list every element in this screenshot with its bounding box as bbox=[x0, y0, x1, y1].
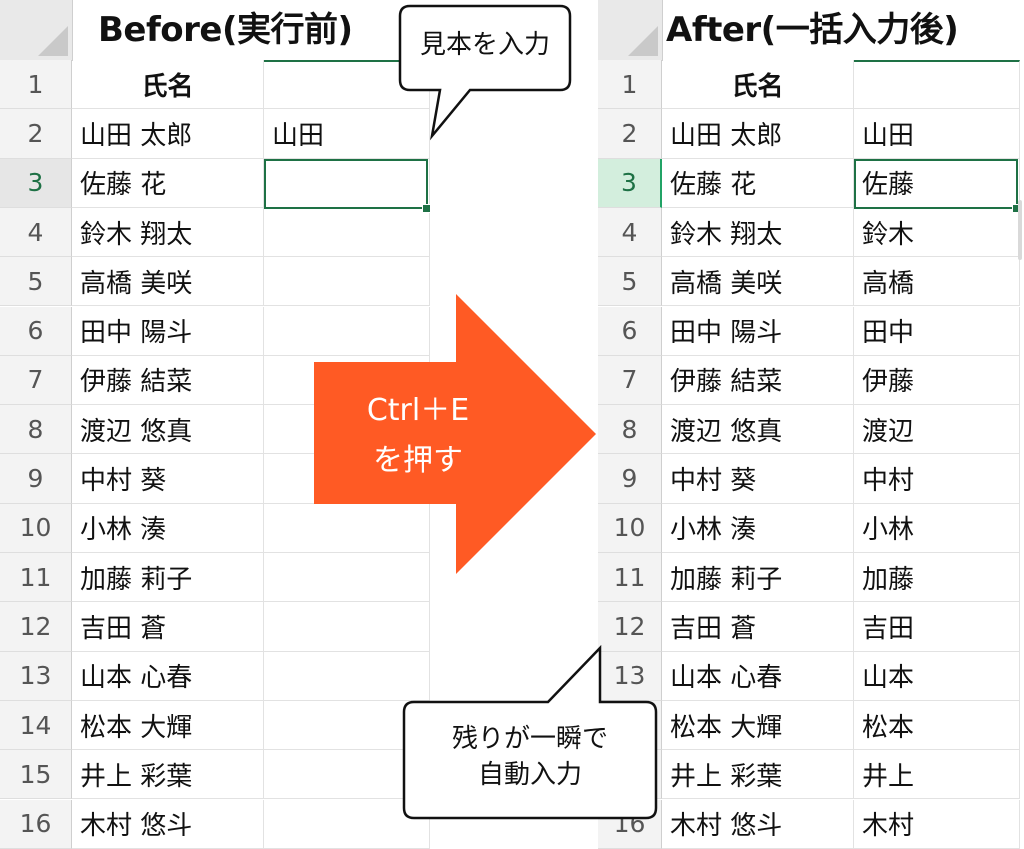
row-header-15[interactable]: 15 bbox=[0, 750, 72, 800]
row-header-10[interactable]: 10 bbox=[0, 503, 72, 553]
auto-fill-bubble-line1: 残りが一瞬で bbox=[451, 724, 608, 754]
row-header-7[interactable]: 7 bbox=[0, 355, 72, 406]
cell-name-row-12[interactable]: 吉田 蒼 bbox=[662, 602, 854, 652]
row-header-9[interactable]: 9 bbox=[0, 454, 72, 504]
row-header-6[interactable]: 6 bbox=[598, 306, 662, 356]
row-header-3[interactable]: 3 bbox=[598, 158, 662, 208]
row-header-8[interactable]: 8 bbox=[598, 405, 662, 455]
cell-name-row-12[interactable]: 吉田 蒼 bbox=[72, 602, 264, 652]
row-header-2[interactable]: 2 bbox=[598, 109, 662, 159]
row-header-4[interactable]: 4 bbox=[598, 207, 662, 258]
after-title: After(一括入力後) bbox=[666, 10, 959, 50]
cell-surname-row-5[interactable] bbox=[264, 257, 430, 307]
select-all-triangle-icon-after bbox=[628, 26, 658, 56]
row-header-14[interactable]: 14 bbox=[0, 700, 72, 751]
row-header-2[interactable]: 2 bbox=[0, 109, 72, 159]
cell-name-row-13[interactable]: 山本 心春 bbox=[662, 651, 854, 701]
row-header-5[interactable]: 5 bbox=[598, 257, 662, 307]
row-header-9[interactable]: 9 bbox=[598, 454, 662, 504]
row-header-8[interactable]: 8 bbox=[0, 405, 72, 455]
cell-surname-row-1[interactable] bbox=[854, 60, 1020, 110]
cell-name-row-4[interactable]: 鈴木 翔太 bbox=[72, 207, 264, 258]
cell-name-row-2[interactable]: 山田 太郎 bbox=[72, 109, 264, 159]
cell-surname-row-9[interactable]: 中村 bbox=[854, 454, 1020, 504]
select-all-corner[interactable] bbox=[0, 0, 73, 61]
auto-fill-bubble-line2: 自動入力 bbox=[477, 760, 582, 790]
cell-name-row-13[interactable]: 山本 心春 bbox=[72, 651, 264, 701]
cell-name-row-5[interactable]: 高橋 美咲 bbox=[72, 257, 264, 307]
row-header-1[interactable]: 1 bbox=[598, 60, 662, 110]
cell-surname-row-10[interactable]: 小林 bbox=[854, 503, 1020, 553]
cell-surname-row-4[interactable]: 鈴木 bbox=[854, 207, 1020, 258]
cell-surname-row-6[interactable] bbox=[264, 306, 430, 356]
sample-input-bubble-text: 見本を入力 bbox=[419, 30, 550, 60]
cell-surname-row-11[interactable]: 加藤 bbox=[854, 553, 1020, 603]
row-header-12[interactable]: 12 bbox=[598, 602, 662, 652]
row-header-3[interactable]: 3 bbox=[0, 158, 72, 208]
row-header-10[interactable]: 10 bbox=[598, 503, 662, 553]
cell-name-row-3[interactable]: 佐藤 花 bbox=[662, 158, 854, 208]
cell-surname-row-12[interactable]: 吉田 bbox=[854, 602, 1020, 652]
cell-surname-row-14[interactable]: 松本 bbox=[854, 700, 1020, 751]
row-header-4[interactable]: 4 bbox=[0, 207, 72, 258]
row-header-1[interactable]: 1 bbox=[0, 60, 72, 110]
cell-name-row-11[interactable]: 加藤 莉子 bbox=[662, 553, 854, 603]
cell-name-row-6[interactable]: 田中 陽斗 bbox=[72, 306, 264, 356]
cell-name-row-15[interactable]: 井上 彩葉 bbox=[662, 750, 854, 800]
cell-name-row-2[interactable]: 山田 太郎 bbox=[662, 109, 854, 159]
cell-surname-row-4[interactable] bbox=[264, 207, 430, 258]
cell-surname-row-2[interactable]: 山田 bbox=[854, 109, 1020, 159]
cell-name-row-1[interactable]: 氏名 bbox=[72, 60, 264, 110]
before-title: Before(実行前) bbox=[98, 10, 353, 50]
fill-handle[interactable] bbox=[422, 203, 431, 213]
cell-surname-row-12[interactable] bbox=[264, 602, 430, 652]
select-all-triangle-icon bbox=[38, 26, 68, 56]
cell-name-row-11[interactable]: 加藤 莉子 bbox=[72, 553, 264, 603]
vertical-scrollbar[interactable] bbox=[1018, 200, 1022, 260]
cell-surname-row-2[interactable]: 山田 bbox=[264, 109, 430, 159]
cell-surname-row-13[interactable] bbox=[264, 651, 430, 701]
row-header-7[interactable]: 7 bbox=[598, 355, 662, 406]
cell-surname-row-10[interactable] bbox=[264, 503, 430, 553]
cell-surname-row-6[interactable]: 田中 bbox=[854, 306, 1020, 356]
cell-name-row-14[interactable]: 松本 大輝 bbox=[662, 700, 854, 751]
cell-name-row-3[interactable]: 佐藤 花 bbox=[72, 158, 264, 208]
row-header-11[interactable]: 11 bbox=[598, 553, 662, 603]
row-header-13[interactable]: 13 bbox=[598, 651, 662, 701]
select-all-corner-after[interactable] bbox=[598, 0, 663, 61]
row-header-6[interactable]: 6 bbox=[0, 306, 72, 356]
row-header-16[interactable]: 16 bbox=[0, 799, 72, 849]
row-header-12[interactable]: 12 bbox=[0, 602, 72, 652]
cell-name-row-9[interactable]: 中村 葵 bbox=[72, 454, 264, 504]
cell-surname-row-7[interactable]: 伊藤 bbox=[854, 355, 1020, 406]
cell-name-row-10[interactable]: 小林 湊 bbox=[662, 503, 854, 553]
cell-surname-row-8[interactable]: 渡辺 bbox=[854, 405, 1020, 455]
cell-name-row-6[interactable]: 田中 陽斗 bbox=[662, 306, 854, 356]
cell-name-row-8[interactable]: 渡辺 悠真 bbox=[72, 405, 264, 455]
cell-name-row-5[interactable]: 高橋 美咲 bbox=[662, 257, 854, 307]
cell-surname-row-15[interactable]: 井上 bbox=[854, 750, 1020, 800]
cell-name-row-7[interactable]: 伊藤 結菜 bbox=[72, 355, 264, 406]
cell-name-row-1[interactable]: 氏名 bbox=[662, 60, 854, 110]
row-header-5[interactable]: 5 bbox=[0, 257, 72, 307]
cell-name-row-4[interactable]: 鈴木 翔太 bbox=[662, 207, 854, 258]
arrow-text-line1: Ctrl＋E bbox=[366, 393, 470, 428]
cell-name-row-8[interactable]: 渡辺 悠真 bbox=[662, 405, 854, 455]
cell-name-row-15[interactable]: 井上 彩葉 bbox=[72, 750, 264, 800]
cell-surname-row-13[interactable]: 山本 bbox=[854, 651, 1020, 701]
cell-name-row-10[interactable]: 小林 湊 bbox=[72, 503, 264, 553]
cell-name-row-7[interactable]: 伊藤 結菜 bbox=[662, 355, 854, 406]
row-header-11[interactable]: 11 bbox=[0, 553, 72, 603]
row-header-13[interactable]: 13 bbox=[0, 651, 72, 701]
cell-surname-row-5[interactable]: 高橋 bbox=[854, 257, 1020, 307]
cell-surname-row-11[interactable] bbox=[264, 553, 430, 603]
arrow-text-line2: を押す bbox=[373, 443, 463, 478]
cell-name-row-9[interactable]: 中村 葵 bbox=[662, 454, 854, 504]
cell-name-row-14[interactable]: 松本 大輝 bbox=[72, 700, 264, 751]
